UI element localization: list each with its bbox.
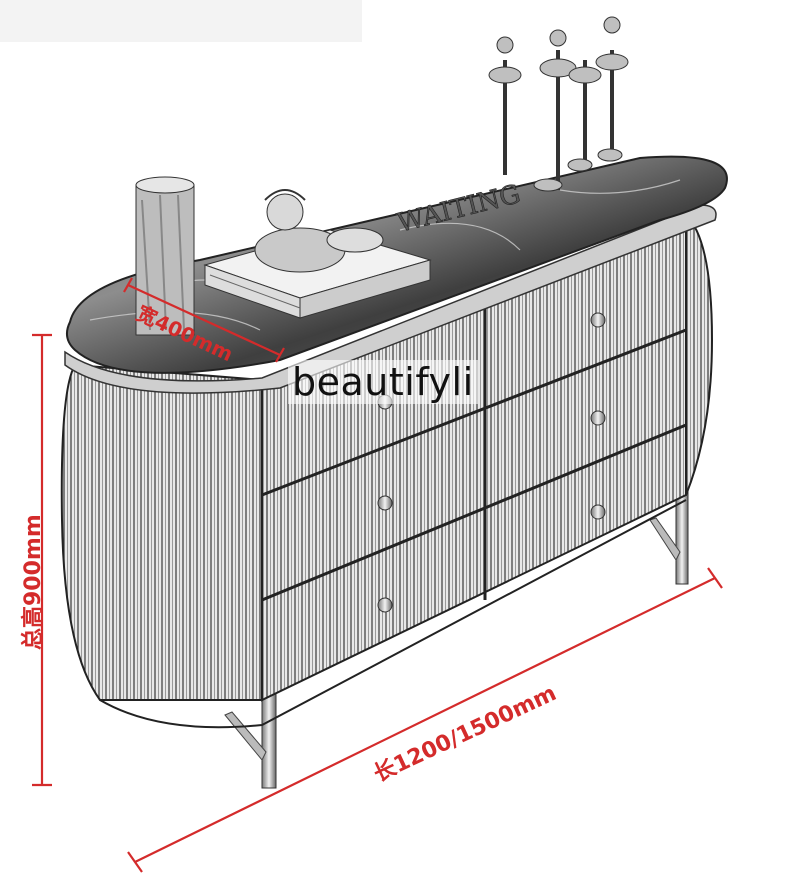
top-trim xyxy=(64,204,717,394)
top-placeholder-strip xyxy=(0,0,362,42)
decor-bowl xyxy=(326,227,384,253)
decor-ballerina-figurines xyxy=(488,16,629,192)
dimension-lines xyxy=(32,277,723,873)
length-dimension-label: 长1200/1500mm xyxy=(370,681,560,787)
cabinet-legs xyxy=(224,487,689,789)
decor-bull-sculpture xyxy=(254,189,346,273)
height-dimension-label: 总高900mm xyxy=(20,514,46,650)
decor-vase xyxy=(135,176,195,336)
watermark-text: beautifyli xyxy=(288,360,478,404)
